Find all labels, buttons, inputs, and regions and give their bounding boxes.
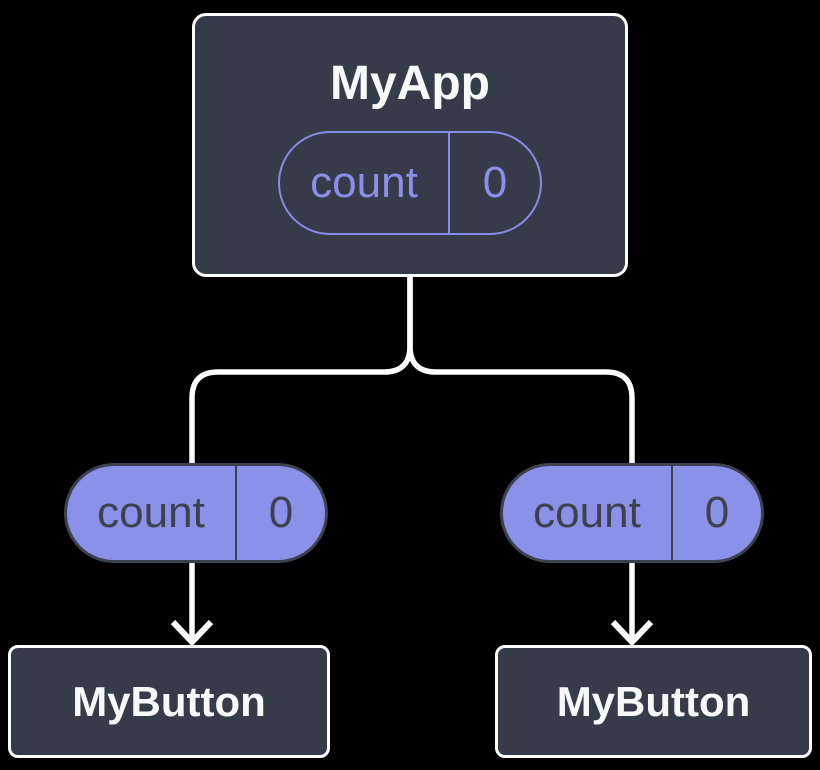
state-name: count	[97, 488, 205, 537]
left-passed-state-pill: count 0	[64, 463, 328, 563]
right-passed-state-pill: count 0	[500, 463, 764, 563]
mybutton-node-left: MyButton	[8, 645, 330, 758]
mybutton-node-title: MyButton	[72, 677, 266, 725]
myapp-node: MyApp count 0	[192, 13, 628, 277]
connector-left-branch	[189, 277, 413, 640]
connector-right-branch	[407, 277, 635, 640]
mybutton-node-right: MyButton	[495, 645, 812, 758]
right-arrow-down-icon	[610, 619, 654, 647]
mybutton-node-title: MyButton	[556, 677, 751, 725]
left-arrow-down-icon	[170, 619, 214, 647]
state-value: 0	[235, 466, 325, 560]
state-value: 0	[448, 133, 540, 233]
state-name: count	[533, 488, 641, 537]
state-value: 0	[671, 466, 761, 560]
myapp-node-title: MyApp	[330, 57, 490, 110]
root-state-pill: count 0	[278, 131, 542, 235]
state-name: count	[310, 158, 418, 207]
